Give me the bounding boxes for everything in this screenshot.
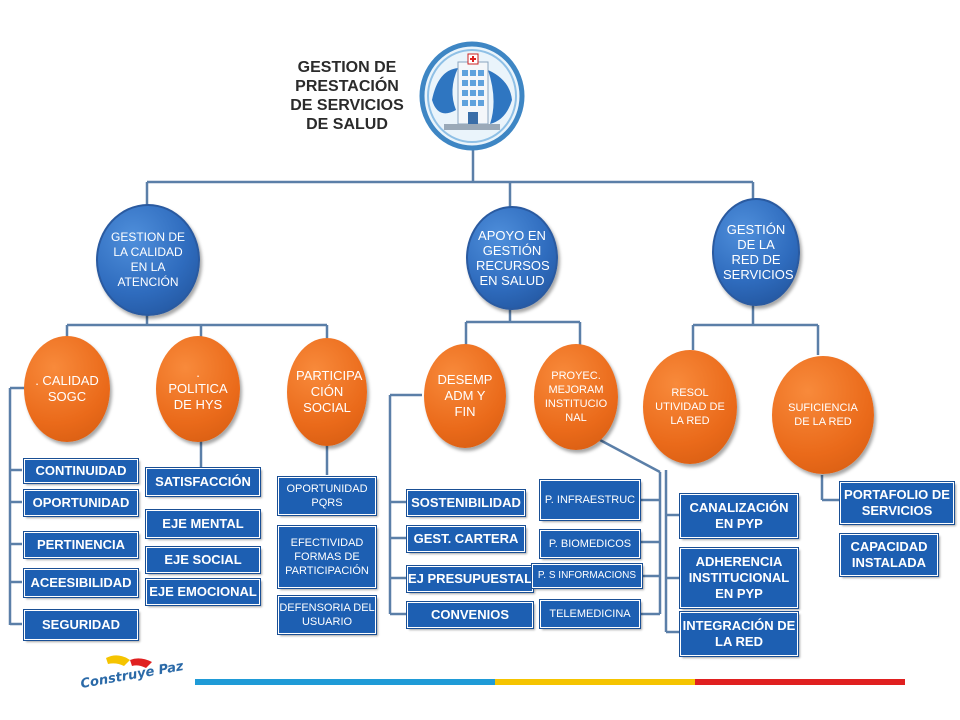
- box-eje-mental: EJE MENTAL: [145, 509, 261, 539]
- box-integracion-red: INTEGRACIÓN DE LA RED: [679, 611, 799, 657]
- box-convenios: CONVENIOS: [406, 601, 534, 629]
- box-gest-cartera: GEST. CARTERA: [406, 525, 526, 553]
- footer-stripe-blue: [195, 679, 495, 685]
- box-adherencia-pyp: ADHERENCIA INSTITUCIONAL EN PYP: [679, 547, 799, 609]
- footer-stripe-yellow: [495, 679, 695, 685]
- construye-paz-logo: [106, 655, 152, 668]
- box-oportunidad: OPORTUNIDAD: [23, 489, 139, 517]
- node-desemp-adm-fin: DESEMP ADM Y FIN: [424, 344, 506, 448]
- box-capacidad-instalada: CAPACIDAD INSTALADA: [839, 533, 939, 577]
- node-gestion-calidad: GESTION DE LA CALIDAD EN LA ATENCIÓN: [96, 204, 200, 316]
- node-calidad-sogc: . CALIDAD SOGC: [24, 336, 110, 442]
- box-seguridad: SEGURIDAD: [23, 609, 139, 641]
- box-sostenibilidad: SOSTENIBILIDAD: [406, 489, 526, 517]
- node-calidad-sogc-label: . CALIDAD SOGC: [35, 373, 99, 404]
- box-oportunidad-pqrs: OPORTUNIDAD PQRS: [277, 476, 377, 516]
- hospital-building-icon: [419, 41, 525, 151]
- node-suficiencia-red: SUFICIENCIA DE LA RED: [772, 356, 874, 474]
- box-aceesibilidad: ACEESIBILIDAD: [23, 568, 139, 598]
- footer-stripe-red: [695, 679, 905, 685]
- box-eje-social: EJE SOCIAL: [145, 546, 261, 574]
- node-politica-hys-label: . POLITICA DE HYS: [168, 365, 228, 412]
- node-resolutividad-red-label: RESOL UTIVIDAD DE LA RED: [655, 387, 725, 427]
- node-desemp-adm-fin-label: DESEMP ADM Y FIN: [437, 372, 493, 419]
- node-participacion-social: PARTICIPA CIÓN SOCIAL: [287, 338, 367, 446]
- box-portafolio-servicios: PORTAFOLIO DE SERVICIOS: [839, 481, 955, 525]
- node-gestion-red-label: GESTIÓN DE LA RED DE SERVICIOS: [723, 222, 794, 282]
- box-efectividad-participacion: EFECTIVIDAD FORMAS DE PARTICIPACIÓN: [277, 525, 377, 589]
- node-proyec-mejoram: PROYEC. MEJORAM INSTITUCIO NAL: [534, 344, 618, 450]
- node-apoyo-gestion-label: APOYO EN GESTIÓN RECURSOS EN SALUD: [476, 228, 550, 288]
- diagram-title: GESTION DE PRESTACIÓN DE SERVICIOS DE SA…: [290, 59, 404, 133]
- box-continuidad: CONTINUIDAD: [23, 458, 139, 484]
- box-satisfaccion: SATISFACCIÓN: [145, 467, 261, 497]
- box-p-s-informacions: P. S INFORMACIONS: [531, 563, 643, 589]
- node-apoyo-gestion: APOYO EN GESTIÓN RECURSOS EN SALUD: [466, 206, 558, 310]
- box-p-infraestruc: P. INFRAESTRUC: [539, 479, 641, 521]
- node-resolutividad-red: RESOL UTIVIDAD DE LA RED: [643, 350, 737, 464]
- node-participacion-social-label: PARTICIPA CIÓN SOCIAL: [296, 368, 363, 415]
- node-suficiencia-red-label: SUFICIENCIA DE LA RED: [788, 402, 858, 428]
- box-defensoria-usuario: DEFENSORIA DEL USUARIO: [277, 595, 377, 635]
- box-pertinencia: PERTINENCIA: [23, 531, 139, 559]
- box-ej-presupuestal: EJ PRESUPUESTAL: [406, 565, 534, 593]
- node-proyec-mejoram-label: PROYEC. MEJORAM INSTITUCIO NAL: [544, 370, 608, 424]
- box-canalizacion-pyp: CANALIZACIÓN EN PYP: [679, 493, 799, 539]
- box-p-biomedicos: P. BIOMEDICOS: [539, 529, 641, 559]
- box-eje-emocional: EJE EMOCIONAL: [145, 578, 261, 606]
- node-gestion-calidad-label: GESTION DE LA CALIDAD EN LA ATENCIÓN: [110, 230, 185, 289]
- node-gestion-red: GESTIÓN DE LA RED DE SERVICIOS: [712, 198, 800, 306]
- box-telemedicina: TELEMEDICINA: [539, 599, 641, 629]
- node-politica-hys: . POLITICA DE HYS: [156, 336, 240, 442]
